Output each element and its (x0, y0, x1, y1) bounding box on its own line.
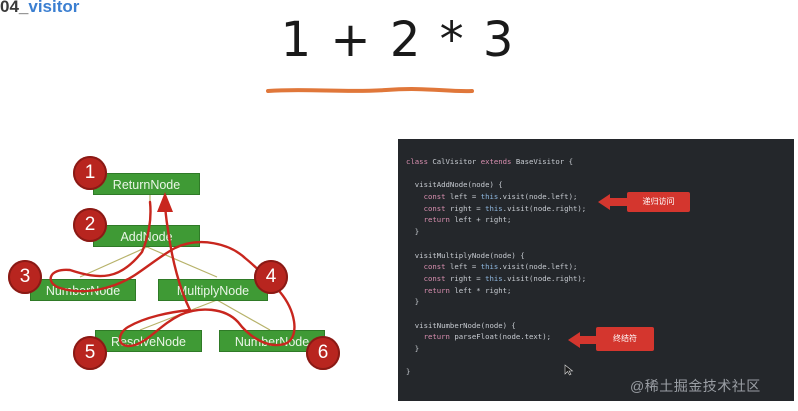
code-line: class CalVisitor extends BaseVisitor { (406, 157, 573, 166)
code-line: const left = this.visit(node.left); (423, 192, 578, 202)
step-badge-6: 6 (306, 336, 340, 370)
code-line: return left + right; (423, 215, 512, 225)
code-line: const right = this.visit(node.right); (423, 273, 587, 283)
code-line: } (406, 297, 420, 307)
code-line: return left * right; (423, 285, 512, 295)
code-line: } (406, 367, 411, 377)
code-line: return parseFloat(node.text); (423, 332, 551, 342)
code-line (406, 168, 794, 180)
tree-node-return: ReturnNode (93, 173, 200, 195)
code-panel: class CalVisitor extends BaseVisitor { v… (398, 139, 794, 401)
code-line (406, 355, 794, 367)
code-line: } (406, 344, 420, 353)
callout-recursive: 递归访问 (627, 192, 690, 212)
syntax-tree: ReturnNode AddNode NumberNode MultiplyNo… (0, 140, 380, 390)
code-line (406, 238, 794, 250)
slide-number: 04_ (0, 0, 29, 16)
step-badge-3: 3 (8, 260, 42, 294)
code-line: visitAddNode(node) { (406, 180, 503, 190)
callout-arrow-terminal (568, 332, 602, 348)
tree-node-multiply: MultiplyNode (158, 279, 268, 301)
step-badge-5: 5 (73, 336, 107, 370)
code-line: } (406, 227, 420, 237)
callout-arrow-recursive (598, 194, 632, 210)
code-line (406, 308, 794, 320)
expression-title: 1 + 2 * 3 (280, 12, 516, 68)
slide-name: visitor (28, 0, 80, 16)
code-line: const right = this.visit(node.right); (423, 203, 587, 213)
expression-underline (266, 87, 474, 94)
step-badge-1: 1 (73, 156, 107, 190)
watermark: @稀土掘金技术社区 (630, 378, 761, 394)
mouse-pointer-icon (564, 364, 574, 376)
code-line: const left = this.visit(node.left); (423, 262, 578, 272)
callout-terminal: 终结符 (596, 327, 654, 351)
slide-label: 04_visitor (0, 0, 79, 17)
step-badge-4: 4 (254, 260, 288, 294)
code-line: visitMultiplyNode(node) { (406, 250, 525, 260)
code-line: visitNumberNode(node) { (406, 320, 516, 330)
step-badge-2: 2 (73, 208, 107, 242)
